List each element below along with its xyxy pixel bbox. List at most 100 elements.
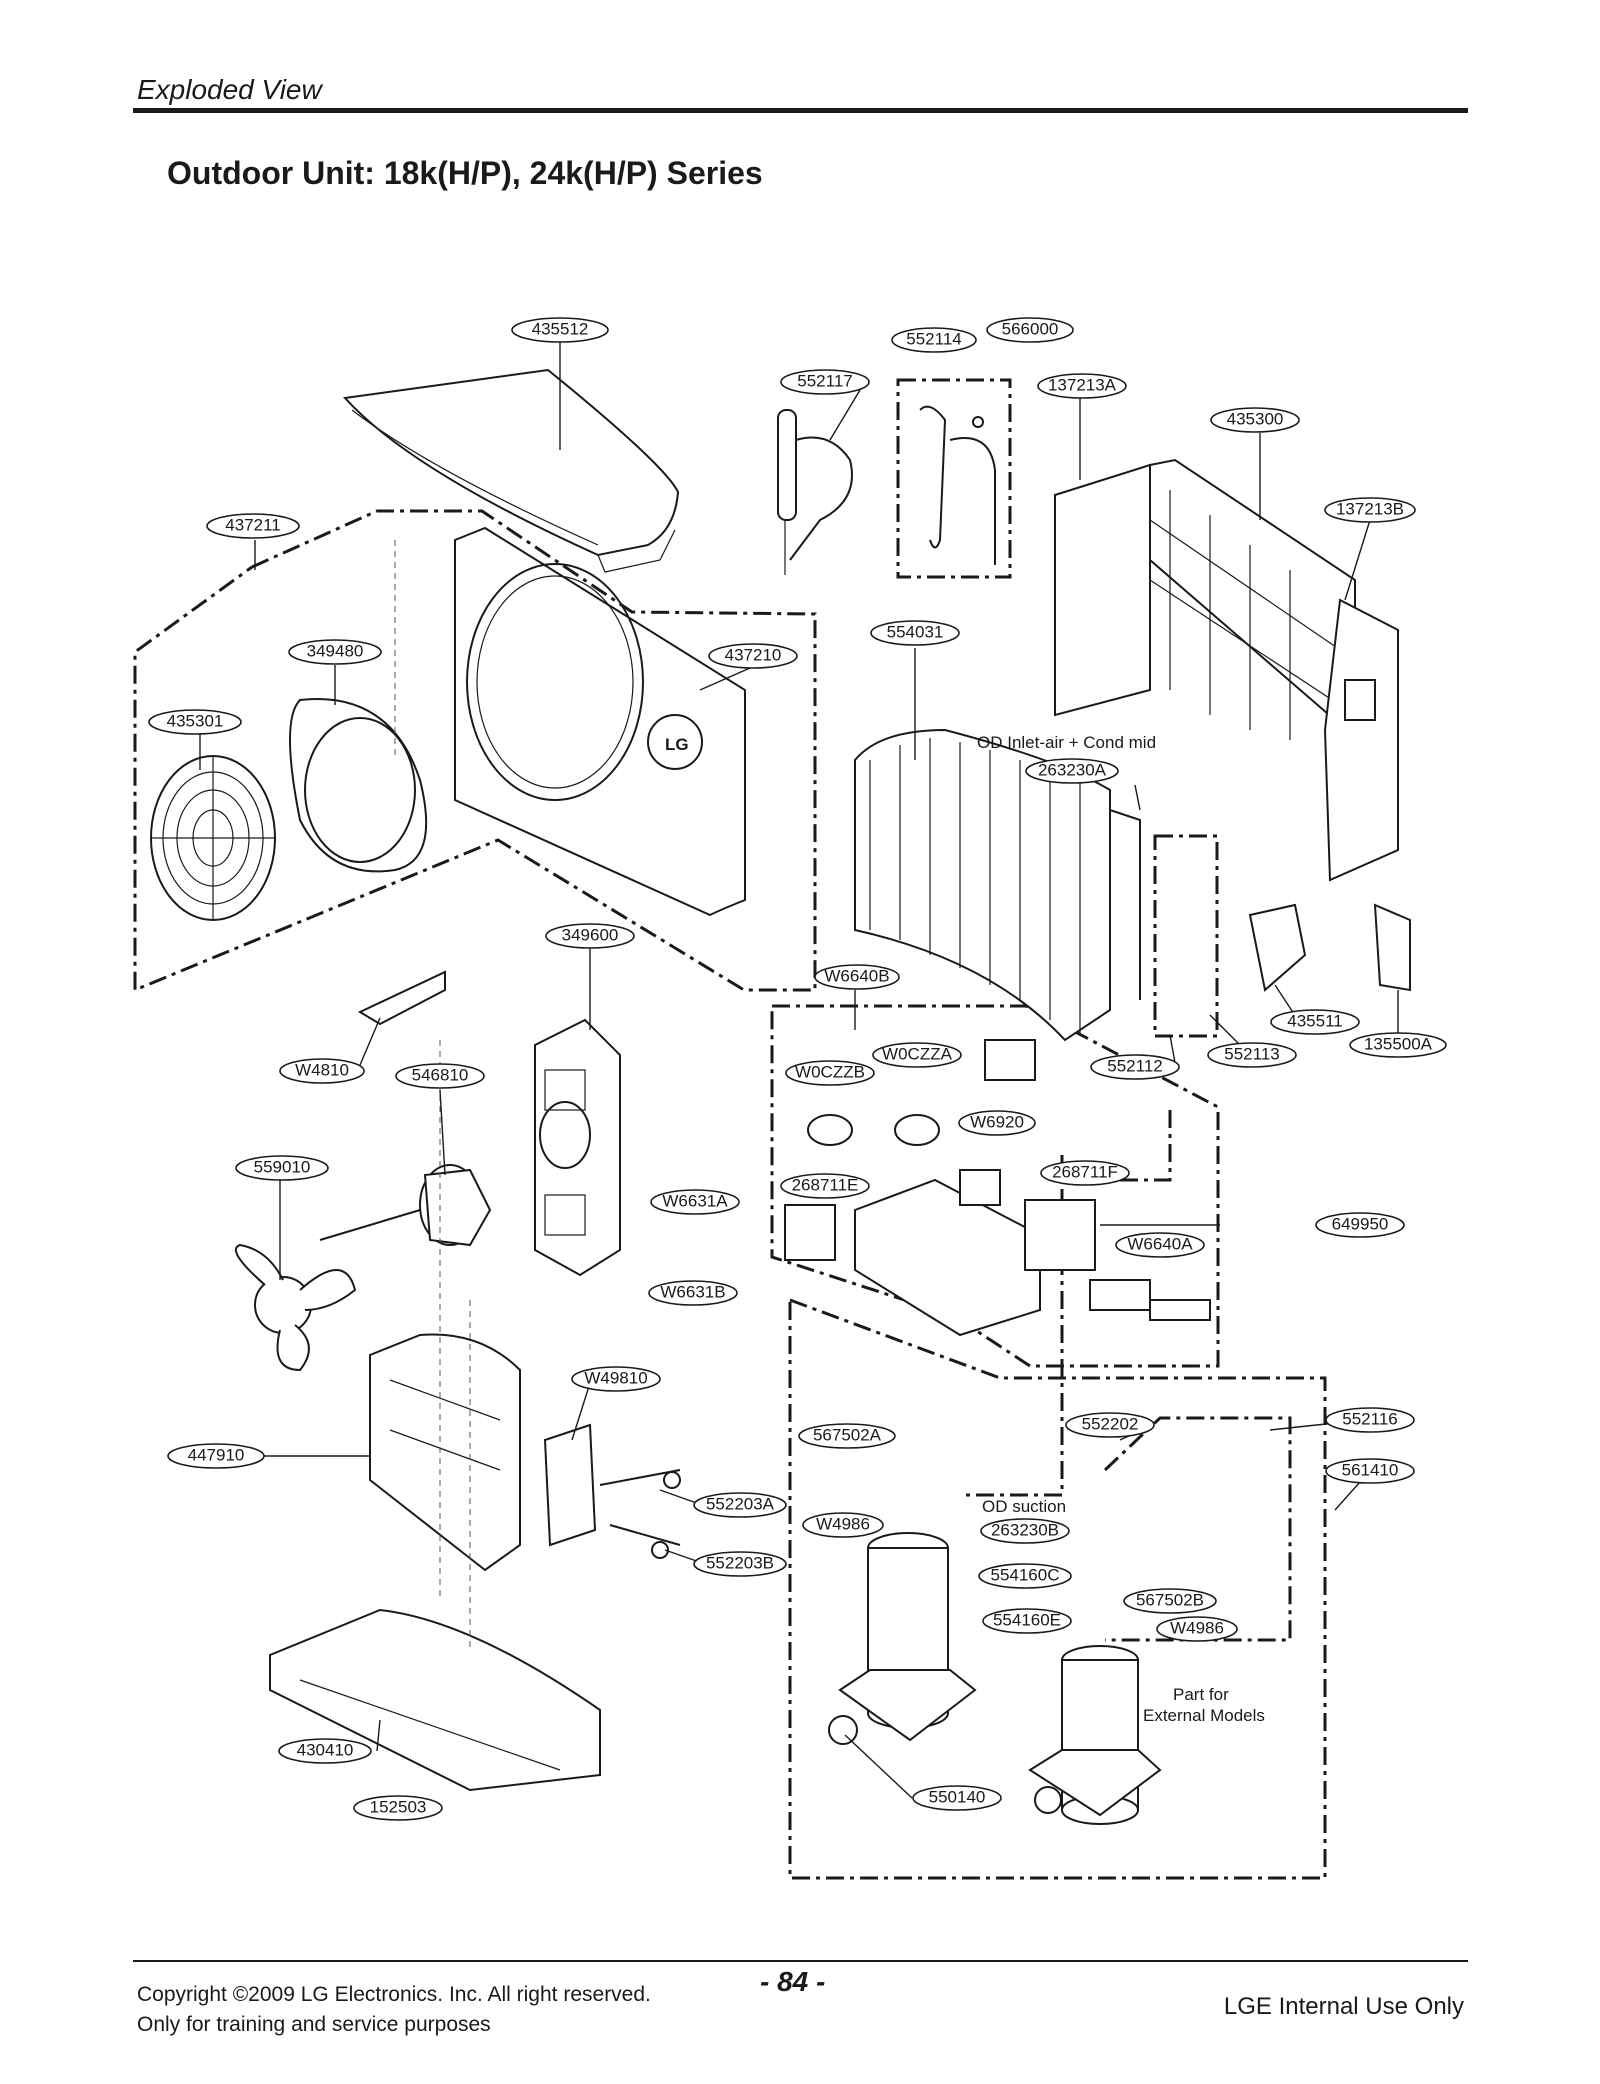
part-label: W4986 [1156,1616,1238,1642]
part-label: 552114 [891,327,977,353]
svg-text:567502A: 567502A [813,1425,882,1444]
svg-text:435301: 435301 [167,711,224,730]
part-label: 552117 [780,369,870,395]
part-label: 447910 [167,1443,265,1469]
part-label: 435511 [1270,1009,1360,1035]
part-label: 554031 [870,620,960,646]
svg-text:137213B: 137213B [1336,499,1404,518]
svg-text:566000: 566000 [1002,319,1059,338]
svg-text:552202: 552202 [1082,1414,1139,1433]
part-label: W4986 [802,1512,884,1538]
part-label: 268711F [1040,1160,1130,1186]
part-label: W6640A [1115,1232,1205,1258]
training-notice: Only for training and service purposes [137,2013,491,2036]
condenser-coil-part [854,728,1141,1042]
control-box-group-outline [770,1004,1220,1368]
control-box-part [784,1039,1211,1337]
part-label: 437211 [206,513,300,539]
svg-text:550140: 550140 [929,1787,986,1806]
part-label: W6631B [648,1280,738,1306]
part-label: 435301 [148,709,242,735]
orifice-ring-part [289,698,428,873]
svg-text:152503: 152503 [370,1797,427,1816]
svg-text:447910: 447910 [188,1445,245,1464]
motor-bracket-part [357,970,446,1026]
svg-text:435511: 435511 [1287,1011,1342,1030]
part-label: 567502A [798,1423,896,1449]
part-label: W6920 [958,1110,1036,1136]
copyright-text: Copyright ©2009 LG Electronics. Inc. All… [137,1983,651,2006]
part-label: 554160E [982,1608,1072,1634]
part-label: 649950 [1315,1212,1405,1238]
svg-text:552112: 552112 [1107,1056,1162,1075]
svg-text:649950: 649950 [1332,1214,1389,1233]
part-label: 263230B [980,1518,1070,1544]
part-label: 435300 [1210,407,1300,433]
front-panel-group-outline [133,509,817,993]
part-label: 435512 [511,317,609,343]
svg-text:554160E: 554160E [993,1610,1061,1629]
svg-text:552114: 552114 [906,329,961,348]
motor-mount-part [534,1018,621,1277]
svg-text:263230B: 263230B [991,1520,1059,1539]
svg-text:554031: 554031 [887,622,944,641]
part-label: 567502B [1123,1588,1217,1614]
svg-text:546810: 546810 [412,1065,469,1084]
svg-text:435512: 435512 [532,319,589,338]
valve-group-external-outline [1103,1416,1292,1642]
part-label: W4810 [279,1058,365,1084]
drain-cap-part [1248,903,1307,992]
svg-text:435300: 435300 [1227,409,1284,428]
svg-text:552203A: 552203A [706,1494,775,1513]
part-label: 561410 [1325,1458,1415,1484]
part-label: 552112 [1090,1054,1180,1080]
svg-text:268711F: 268711F [1052,1162,1118,1181]
exploded-view-diagram: LG [133,317,1447,1880]
part-label: 263230A [1025,758,1119,784]
svg-text:W6920: W6920 [970,1112,1024,1131]
svg-text:W0CZZA: W0CZZA [882,1044,953,1063]
svg-text:263230A: 263230A [1038,760,1107,779]
side-grille-part [1054,458,1356,740]
part-label: 137213A [1037,373,1127,399]
part-label: 550140 [912,1785,1002,1811]
svg-text:552203B: 552203B [706,1553,774,1572]
external-note-line2: External Models [1143,1706,1265,1725]
svg-text:559010: 559010 [254,1157,311,1176]
part-label: 554160C [978,1563,1072,1589]
part-label: 552203A [693,1492,787,1518]
internal-use-notice: LGE Internal Use Only [1223,1993,1464,2020]
svg-text:W4986: W4986 [1170,1618,1224,1637]
part-label: 546810 [395,1063,485,1089]
part-label: 135500A [1349,1032,1447,1058]
fan-blade-part [234,1243,357,1372]
fan-guard-part [150,755,276,921]
part-label: 137213B [1324,497,1416,523]
svg-text:349600: 349600 [562,925,619,944]
svg-text:135500A: 135500A [1364,1034,1433,1053]
part-label: 430410 [278,1738,372,1764]
svg-text:552117: 552117 [797,371,852,390]
svg-text:552113: 552113 [1224,1044,1279,1063]
svg-text:W6631B: W6631B [660,1282,725,1301]
part-label: 552202 [1065,1412,1155,1438]
part-label: W0CZZB [785,1060,875,1086]
compressor-part [828,1532,977,1745]
part-label: W6631A [650,1189,740,1215]
side-panel-part [1323,598,1399,882]
part-label: 552113 [1207,1042,1297,1068]
reversing-valve-outline [1153,834,1219,1038]
compressor-group-outline [788,1298,1327,1880]
svg-text:W6640A: W6640A [1127,1234,1193,1253]
part-label: 552203B [693,1551,787,1577]
partition-panel-part [369,1333,521,1572]
svg-text:W6640B: W6640B [824,966,889,985]
compressor-external-part [1028,1645,1162,1825]
part-label: 349480 [288,639,382,665]
section-header: Exploded View [137,74,322,105]
valve-plate-part [543,1423,597,1547]
base-pan-part [269,1608,601,1792]
part-label: 268711E [780,1173,870,1199]
part-label: 559010 [235,1155,329,1181]
valve-assembly-part [919,405,996,565]
